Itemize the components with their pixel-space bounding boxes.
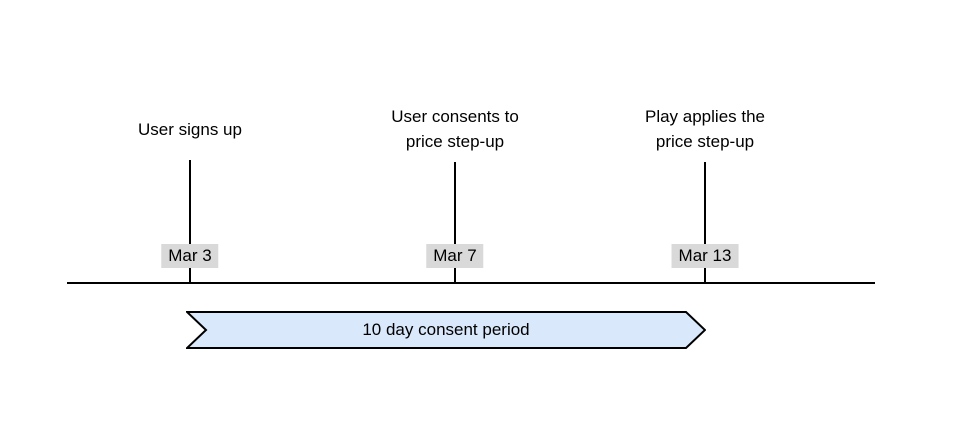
event-tick-line-mar-3 (189, 160, 191, 283)
event-date-mar-3: Mar 3 (161, 244, 219, 268)
consent-period-banner-shape (186, 311, 706, 349)
event-date-mar-13: Mar 13 (671, 244, 739, 268)
event-title-user-consents: User consents to price step-up (391, 107, 519, 151)
consent-period-label: 10 day consent period (362, 320, 530, 339)
event-tick-line-mar-13 (704, 162, 706, 283)
event-tick-line-mar-7 (454, 162, 456, 283)
event-date-mar-7: Mar 7 (426, 244, 484, 268)
timeline-axis (67, 282, 875, 284)
event-title-play-applies: Play applies the price step-up (644, 107, 766, 151)
event-title-user-signs-up: User signs up (138, 120, 242, 139)
step-arrow-shape (186, 311, 706, 349)
